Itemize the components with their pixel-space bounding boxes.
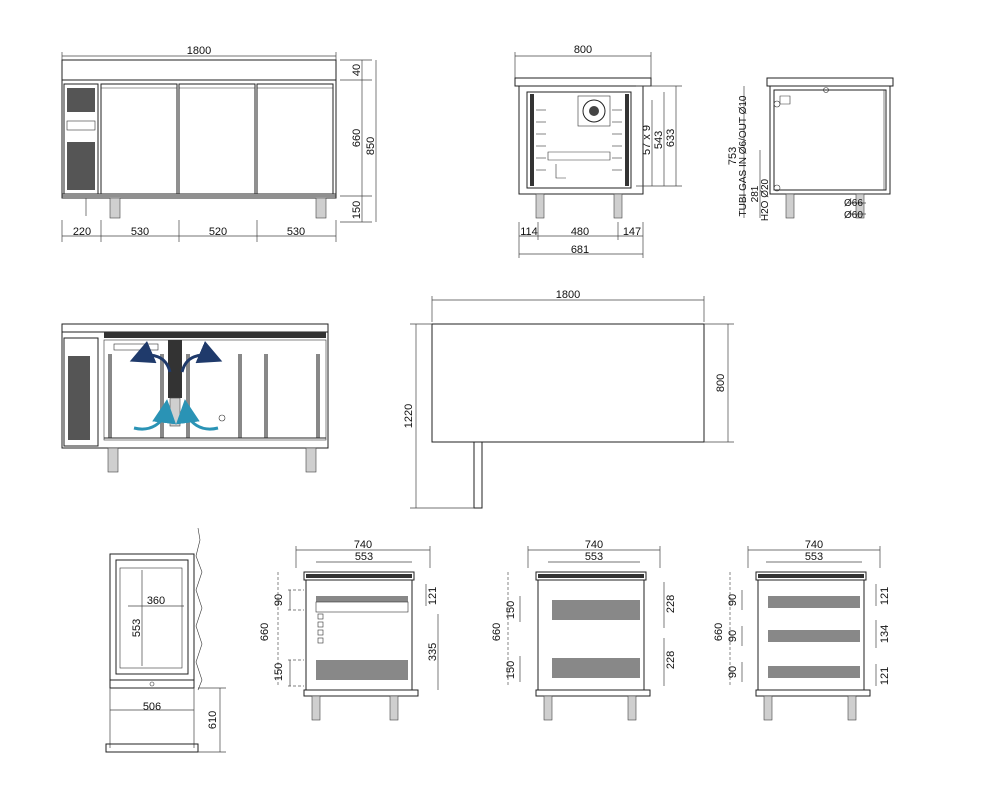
front-top-label: 40 — [351, 64, 363, 76]
drawer1-height: 660 — [259, 623, 271, 641]
drawer3-right-1: 134 — [879, 625, 891, 643]
drawer3-left-2: 90 — [727, 666, 739, 678]
drawer-view-2: 740 553 660 150 150 228 228 — [491, 539, 677, 721]
front-width-220: 220 — [73, 226, 91, 238]
plan-clearance-label: 1220 — [403, 404, 415, 428]
side-bottom-114: 114 — [520, 226, 538, 238]
side-section-view: 800 57 x 9 543 633 — [514, 44, 682, 258]
drawer3-height: 660 — [713, 623, 725, 641]
vent-grille-icon — [68, 356, 90, 440]
side-pitch-label: 57 x 9 — [641, 125, 653, 155]
front-width-520: 520 — [209, 226, 227, 238]
back-level-label: 281 — [750, 185, 761, 202]
door-detail-view: 553 360 506 610 — [105, 527, 226, 753]
drawer1-left-0: 90 — [273, 594, 285, 606]
front-view: 1800 40 660 850 150 — [61, 45, 377, 242]
drawer2-left-0: 150 — [505, 601, 517, 619]
drawer1-inner: 553 — [355, 551, 373, 563]
front-width-530b: 530 — [287, 226, 305, 238]
drawer1-left-1: 150 — [273, 663, 285, 681]
control-panel — [66, 120, 96, 131]
drawer3-left-1: 90 — [727, 630, 739, 642]
front-body-label: 660 — [351, 129, 363, 147]
evaporator-fan-icon — [577, 95, 611, 127]
side-inner-label: 543 — [653, 131, 665, 149]
drawer3-inner: 553 — [805, 551, 823, 563]
drawer3-right-0: 121 — [879, 587, 891, 605]
door-bottom-width-label: 506 — [143, 701, 161, 713]
door-depth-label: 610 — [207, 711, 219, 729]
side-bottom-147: 147 — [623, 226, 641, 238]
drawer2-right-0: 228 — [665, 595, 677, 613]
arrow-curved-in-icon — [175, 399, 219, 431]
back-gas-label: TUBI GAS IN Ø6/OUT Ø10 — [738, 95, 749, 216]
drawer3-left-0: 90 — [727, 594, 739, 606]
drawer2-left-1: 150 — [505, 661, 517, 679]
plan-view: 1800 1220 800 — [403, 289, 734, 509]
arrow-curved-in-icon — [133, 399, 177, 431]
back-pipe-b: Ø60 — [844, 210, 863, 221]
back-height-label: 753 — [727, 147, 739, 165]
arrow-curved-out-icon — [180, 341, 223, 373]
side-outer-label: 633 — [665, 129, 677, 147]
back-view: Ø66 Ø60 753 TUBI GAS IN Ø6/OUT Ø10 281 H… — [727, 77, 894, 221]
vent-grille-icon — [67, 88, 95, 190]
drawer2-inner: 553 — [585, 551, 603, 563]
door-inner-width-label: 360 — [147, 595, 165, 607]
front-width-530a: 530 — [131, 226, 149, 238]
front-legs-label: 150 — [351, 201, 363, 219]
back-pipe-a: Ø66 — [844, 198, 863, 209]
drawer3-right-2: 121 — [879, 667, 891, 685]
drawer2-height: 660 — [491, 623, 503, 641]
plan-width-label: 1800 — [556, 289, 580, 301]
side-bottom-480: 480 — [571, 226, 589, 238]
front-width-label: 1800 — [187, 45, 211, 57]
drawer-view-1: 740 553 660 90 150 121 335 — [259, 539, 439, 721]
back-water-label: H2O Ø20 — [760, 178, 771, 221]
airflow-view — [61, 323, 329, 473]
drawer2-width: 740 — [585, 539, 603, 551]
drawer1-right-1: 335 — [427, 643, 439, 661]
drawer2-right-1: 228 — [665, 651, 677, 669]
drawer1-right-0: 121 — [427, 587, 439, 605]
door-height-label: 553 — [131, 619, 143, 637]
plan-depth-label: 800 — [715, 374, 727, 392]
drawer3-width: 740 — [805, 539, 823, 551]
side-width-label: 800 — [574, 44, 592, 56]
drawer-view-3: 740 553 660 90 90 90 121 134 121 — [713, 539, 891, 721]
front-total-label: 850 — [365, 137, 377, 155]
side-total-label: 681 — [571, 244, 589, 256]
drawer1-width: 740 — [354, 539, 372, 551]
arrow-curved-out-icon — [129, 341, 172, 373]
